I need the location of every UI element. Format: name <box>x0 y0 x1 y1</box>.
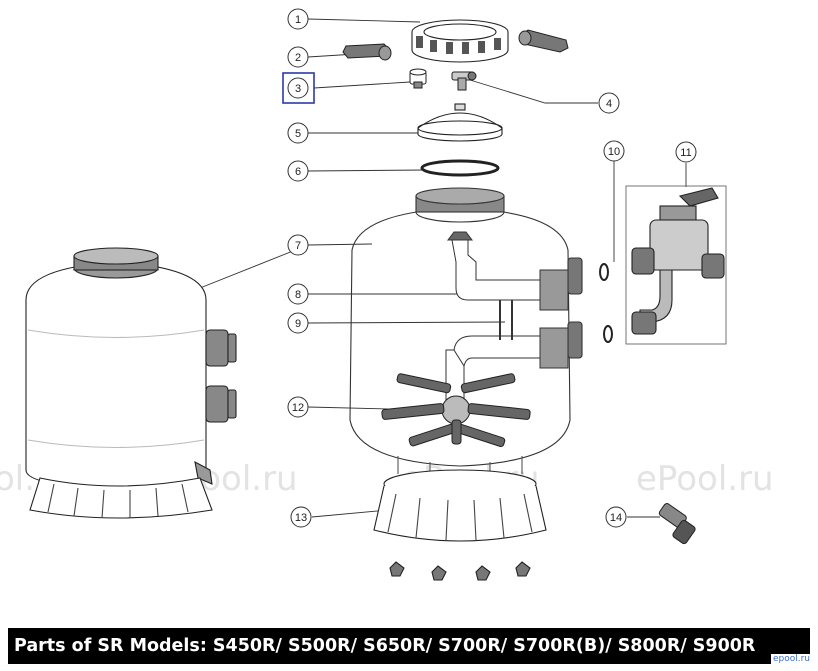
callout-label: 10 <box>608 146 620 158</box>
part-drain-plug <box>658 503 696 545</box>
callout-3: 3 <box>282 72 315 104</box>
callout-label: 5 <box>295 128 301 140</box>
callout-4: 4 <box>598 92 620 114</box>
corner-watermark: epool.ru <box>770 654 812 664</box>
part-port-o-rings <box>599 263 613 343</box>
watermark-text: ePool.ru <box>636 459 774 499</box>
callout-12: 12 <box>287 396 309 418</box>
callout-label: 1 <box>295 14 301 26</box>
highlight-box <box>282 72 315 104</box>
part-air-release-valve <box>451 71 477 91</box>
callout-11: 11 <box>675 141 697 163</box>
callout-8: 8 <box>287 283 309 305</box>
part-o-ring <box>420 159 500 177</box>
part-handle-right <box>518 29 569 53</box>
callout-1: 1 <box>287 8 309 30</box>
callout-label: 4 <box>606 98 612 110</box>
callout-5: 5 <box>287 122 309 144</box>
footer-title: Parts of SR Models: S450R/ S500R/ S650R/… <box>14 636 756 656</box>
tank-external-view <box>25 247 237 519</box>
callout-label: 3 <box>295 83 301 95</box>
callout-label: 6 <box>295 166 301 178</box>
footer-title-bar: Parts of SR Models: S450R/ S500R/ S650R/… <box>8 628 810 664</box>
callout-6: 6 <box>287 160 309 182</box>
callout-13: 13 <box>290 506 312 528</box>
callout-label: 12 <box>292 402 304 414</box>
part-laterals <box>381 373 531 447</box>
callout-label: 11 <box>680 147 691 159</box>
callout-label: 14 <box>610 512 622 524</box>
callout-9: 9 <box>287 312 309 334</box>
part-base <box>373 469 547 581</box>
callout-14: 14 <box>605 506 627 528</box>
callout-label: 13 <box>295 512 307 524</box>
part-central-pipe <box>445 300 569 411</box>
part-upper-collector-pipe <box>447 231 569 311</box>
part-lock-ring <box>411 19 509 63</box>
callout-label: 2 <box>295 52 301 64</box>
part-handle-left <box>342 43 392 61</box>
callout-10: 10 <box>603 140 625 162</box>
part-pressure-gauge <box>409 68 427 89</box>
part-lid <box>417 103 503 142</box>
callout-label: 7 <box>295 240 301 252</box>
part-multiport-valve <box>625 185 727 345</box>
callout-2: 2 <box>287 46 309 68</box>
tank-cutaway <box>349 187 583 478</box>
callout-7: 7 <box>287 234 309 256</box>
callout-layer: 1 2 3 4 5 6 7 8 9 10 11 12 13 14 <box>282 8 697 528</box>
callout-label: 8 <box>295 289 301 301</box>
callout-label: 9 <box>295 318 301 330</box>
